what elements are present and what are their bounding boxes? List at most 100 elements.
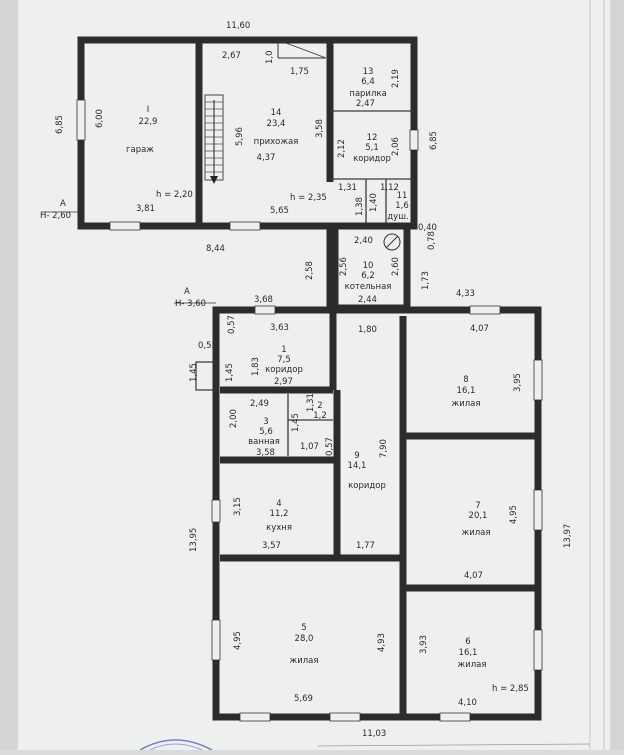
dim: 13,95 — [189, 528, 199, 552]
dim: 0,78 — [427, 231, 437, 250]
room-name: душ. — [387, 212, 408, 222]
dim: 1,31 — [338, 183, 357, 193]
dim: 4,93 — [377, 633, 387, 652]
room-number: 9 — [354, 451, 359, 461]
room-number: 4 — [276, 499, 281, 509]
dim: 2,44 — [358, 295, 377, 305]
dim: 4,07 — [464, 571, 483, 581]
room-area: 1,6 — [395, 201, 409, 211]
room-number: 1 — [281, 345, 286, 355]
height-living: h = 2,85 — [492, 684, 529, 694]
room-area: 16,1 — [459, 648, 478, 658]
dim: 3,58 — [315, 119, 325, 138]
room-number: I — [147, 105, 150, 115]
room-area: 6,2 — [361, 271, 375, 281]
dim: 7,90 — [379, 439, 389, 458]
room-corridor-9: 9 14,1 коридор — [348, 451, 386, 491]
dim: 1,73 — [421, 271, 431, 290]
room-number: 11 — [397, 191, 408, 201]
room-boiler: 10 6,2 котельная — [345, 261, 392, 292]
room-name: коридор — [353, 154, 391, 164]
windows — [76, 99, 543, 722]
dim: 1,38 — [355, 197, 365, 216]
dim: 3,93 — [419, 635, 429, 654]
section-letter-upper: А — [60, 199, 66, 209]
dim: 4,07 — [470, 324, 489, 334]
section-level-lower: Н- 3,60 — [175, 299, 206, 309]
room-name: жилая — [462, 528, 491, 538]
room-number: 5 — [301, 623, 306, 633]
room-name: котельная — [345, 282, 392, 292]
dim: 11,60 — [226, 21, 250, 31]
room-name: коридор — [348, 481, 386, 491]
dim: 1,45 — [189, 363, 199, 382]
room-extra: 4,37 — [257, 153, 276, 163]
dim: 1,80 — [358, 325, 377, 335]
dim: 2,58 — [305, 261, 315, 280]
dim: 1,45 — [225, 363, 235, 382]
section-letter-lower: А — [184, 287, 190, 297]
room-area: 5,1 — [365, 143, 379, 153]
room-number: 7 — [475, 501, 480, 511]
dim: 1,77 — [356, 541, 375, 551]
room-number: 10 — [363, 261, 374, 271]
dim: 4,95 — [233, 631, 243, 650]
room-number: 8 — [463, 375, 468, 385]
room-living-6: 6 16,1 жилая — [458, 637, 487, 670]
dim: 2,40 — [354, 236, 373, 246]
dim: 1,31 — [306, 393, 316, 412]
room-name: кухня — [266, 523, 292, 533]
room-name: парилка — [349, 89, 386, 99]
room-area: 16,1 — [457, 386, 476, 396]
dim: 5,65 — [270, 206, 289, 216]
dim: 1,83 — [251, 357, 261, 376]
room-area: 28,0 — [295, 634, 314, 644]
room-area: 1,2 — [313, 411, 327, 421]
dim: 1,0 — [265, 50, 275, 64]
dim: 3,57 — [262, 541, 281, 551]
dim: 4,95 — [509, 505, 519, 524]
room-number: 14 — [271, 108, 282, 118]
room-area: 20,1 — [469, 511, 488, 521]
dim: 6,00 — [95, 109, 105, 128]
dim: 4,10 — [458, 698, 477, 708]
dim: 3,95 — [513, 373, 523, 392]
dim: 8,44 — [206, 244, 225, 254]
room-number: 2 — [317, 401, 322, 411]
room-bathroom: 3 5,6 ванная — [248, 417, 280, 447]
dim: 3,15 — [233, 497, 243, 516]
dim: 2,12 — [337, 139, 347, 158]
ceiling-heights: h = 2,20 h = 2,35 h = 2,85 — [156, 190, 529, 694]
dim: 0,55 — [198, 341, 217, 351]
dim: 6,85 — [55, 115, 65, 134]
dim: 1,12 — [380, 183, 399, 193]
room-name: ванная — [248, 437, 280, 447]
dim: 1,40 — [369, 193, 379, 212]
room-number: 6 — [465, 637, 470, 647]
dim: 5,96 — [235, 127, 245, 146]
staircase — [204, 94, 224, 184]
room-name: жилая — [290, 656, 319, 666]
stamp-fragment — [139, 739, 591, 751]
room-name: жилая — [452, 399, 481, 409]
room-living-8: 8 16,1 жилая — [452, 375, 481, 409]
dim: 2,60 — [391, 257, 401, 276]
room-name: гараж — [126, 145, 154, 155]
room-area: 14,1 — [348, 461, 367, 471]
dim: 1,75 — [290, 67, 309, 77]
dim: 0,57 — [325, 437, 335, 456]
dim: 13,97 — [563, 524, 573, 548]
dim: 2,19 — [391, 69, 401, 88]
section-marker-upper: А Н- 2,60 — [40, 199, 81, 221]
height-garage: h = 2,20 — [156, 190, 193, 200]
room-shower: 11 1,6 душ. — [387, 191, 408, 222]
dimension-labels: 11,60 2,67 1,0 1,75 2,19 6,00 5,96 3,58 … — [55, 21, 573, 739]
dim: 2,49 — [250, 399, 269, 409]
dim: 3,68 — [254, 295, 273, 305]
dim: 1,45 — [291, 413, 301, 432]
room-corridor-12: 12 5,1 коридор — [353, 133, 391, 164]
dim: 0,57 — [227, 315, 237, 334]
dim: 2,47 — [356, 99, 375, 109]
